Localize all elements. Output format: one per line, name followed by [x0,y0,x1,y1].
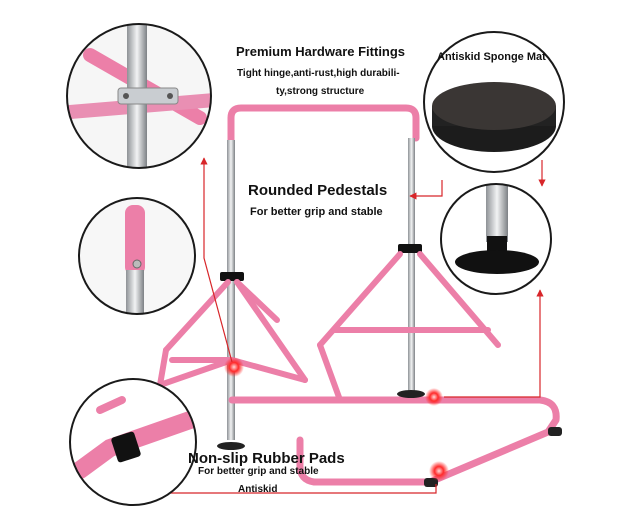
hardware-line2: ty,strong structure [276,86,365,97]
zoom-circle-joint [78,197,196,315]
pads-footer: Antiskid [238,484,278,495]
arrow-pedestal-right [444,289,544,398]
highlight-dot [224,357,244,377]
arrow-hardware [200,157,233,363]
right-chrome-upright [408,138,415,393]
right-clamp [398,244,422,253]
hardware-line1: Tight hinge,anti-rust,high durabili- [237,68,400,79]
base-foot-frame [228,396,560,486]
zoom-circle-rubber-pad [69,378,197,506]
zoom-circle-mat [423,31,565,173]
left-a-frame [157,279,308,388]
pads-title: Non-slip Rubber Pads [188,450,345,467]
pedestals-subtitle: For better grip and stable [250,206,383,218]
left-chrome-upright [227,140,235,440]
highlight-dot [425,388,443,406]
gymnastics-bar-product [157,104,562,487]
arrow-rubber-pad [149,484,437,497]
zoom-circle-hardware [66,23,212,169]
left-pedestal [217,442,245,450]
callout-arrows [149,157,546,497]
left-clamp [220,272,244,281]
zoom-circle-pedestal [440,183,552,295]
pedestals-title: Rounded Pedestals [248,182,388,199]
base-end-cap [424,478,438,487]
top-bar [227,104,420,172]
hardware-title: Premium Hardware Fittings [236,44,406,59]
mat-title: Antiskid Sponge Mat [437,51,546,63]
highlight-dot [429,461,449,481]
base-end-cap [548,427,562,436]
right-a-frame [317,251,501,403]
arrow-pedestal-top [409,180,443,200]
right-pedestal [397,390,425,398]
pads-subtitle: For better grip and stable [198,466,319,477]
